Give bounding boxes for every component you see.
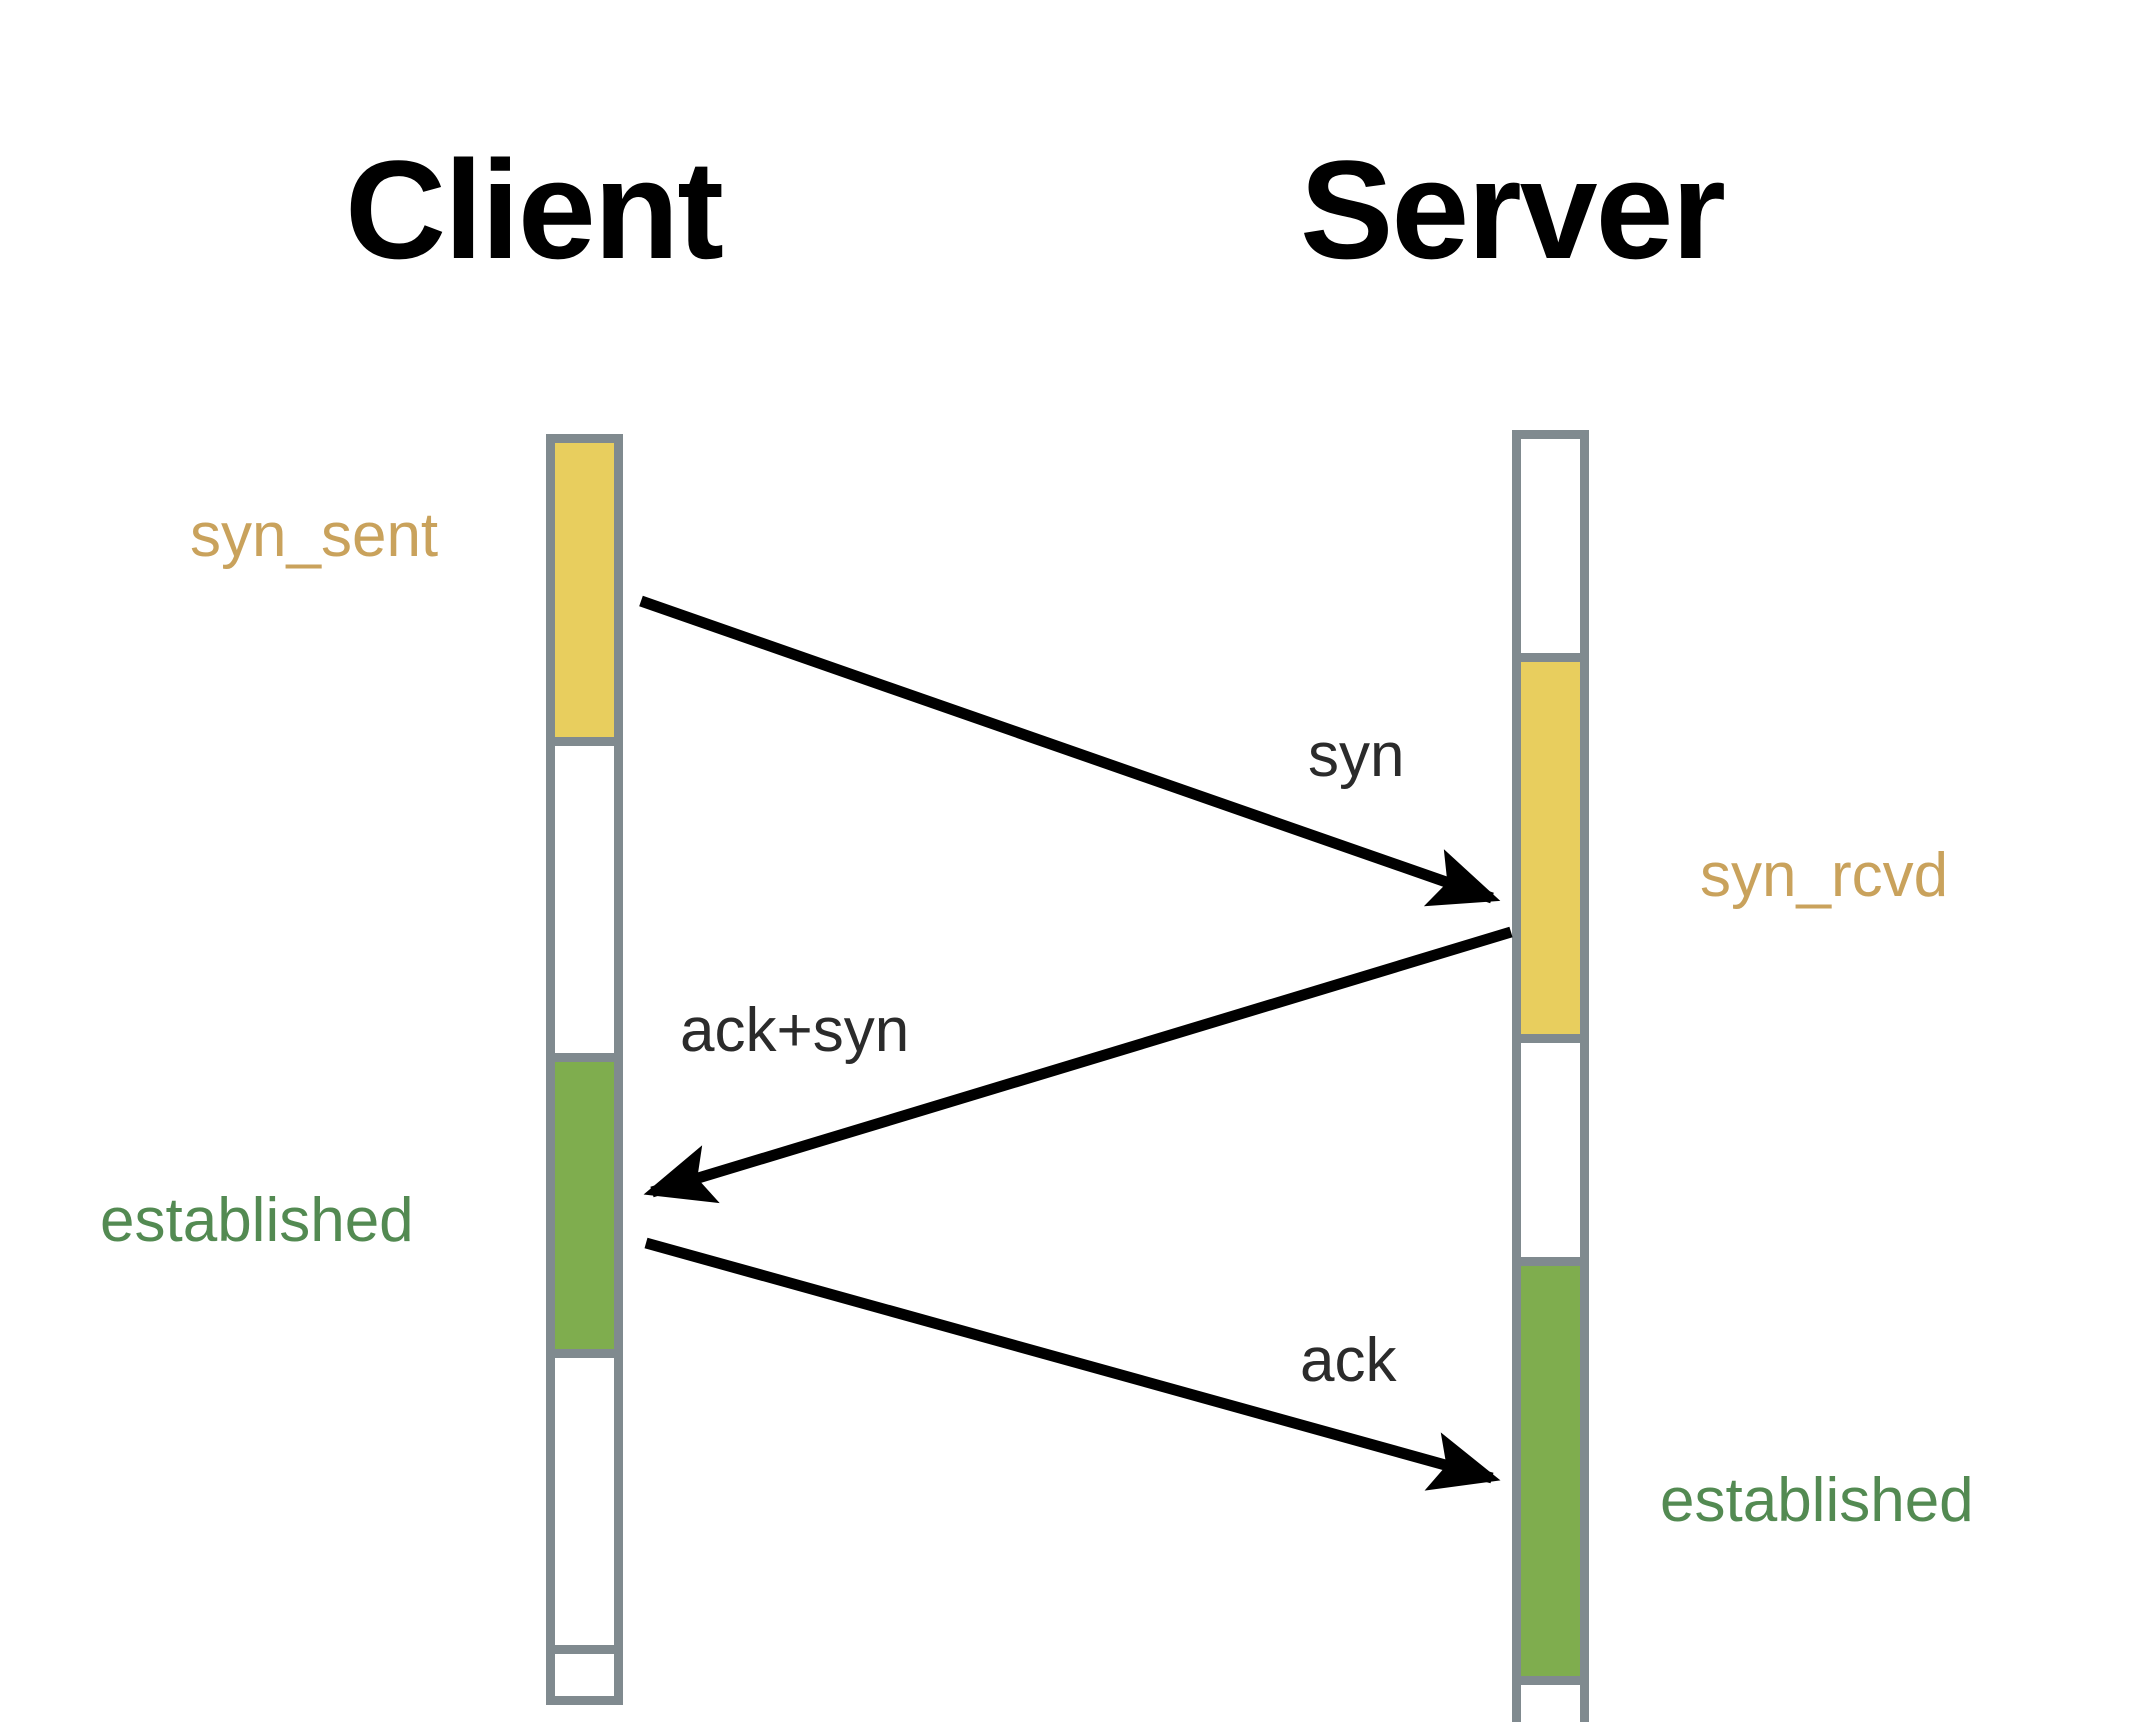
client-segment-idle-3 xyxy=(546,1645,623,1705)
server-segment-idle-1 xyxy=(1512,430,1589,662)
server-lifeline xyxy=(1512,430,1589,1722)
server-segment-syn-rcvd xyxy=(1512,653,1589,1043)
server-segment-idle-2 xyxy=(1512,1034,1589,1266)
message-label-ack: ack xyxy=(1300,1326,1397,1395)
state-label-client-established: established xyxy=(100,1186,414,1255)
page-title-server: Server xyxy=(1300,131,1726,288)
client-segment-syn-sent xyxy=(546,434,623,746)
client-lifeline xyxy=(546,434,623,1705)
server-segment-idle-3 xyxy=(1512,1676,1589,1722)
state-label-server-syn-rcvd: syn_rcvd xyxy=(1700,841,1949,910)
message-label-syn: syn xyxy=(1308,721,1405,790)
client-segment-established xyxy=(546,1053,623,1358)
client-segment-idle-1 xyxy=(546,737,623,1062)
message-label-ack-syn: ack+syn xyxy=(680,996,910,1065)
state-label-server-established: established xyxy=(1660,1466,1974,1535)
client-segment-idle-2 xyxy=(546,1349,623,1654)
server-segment-established xyxy=(1512,1257,1589,1685)
page-title-client: Client xyxy=(345,131,724,288)
state-label-client-syn-sent: syn_sent xyxy=(190,501,439,570)
